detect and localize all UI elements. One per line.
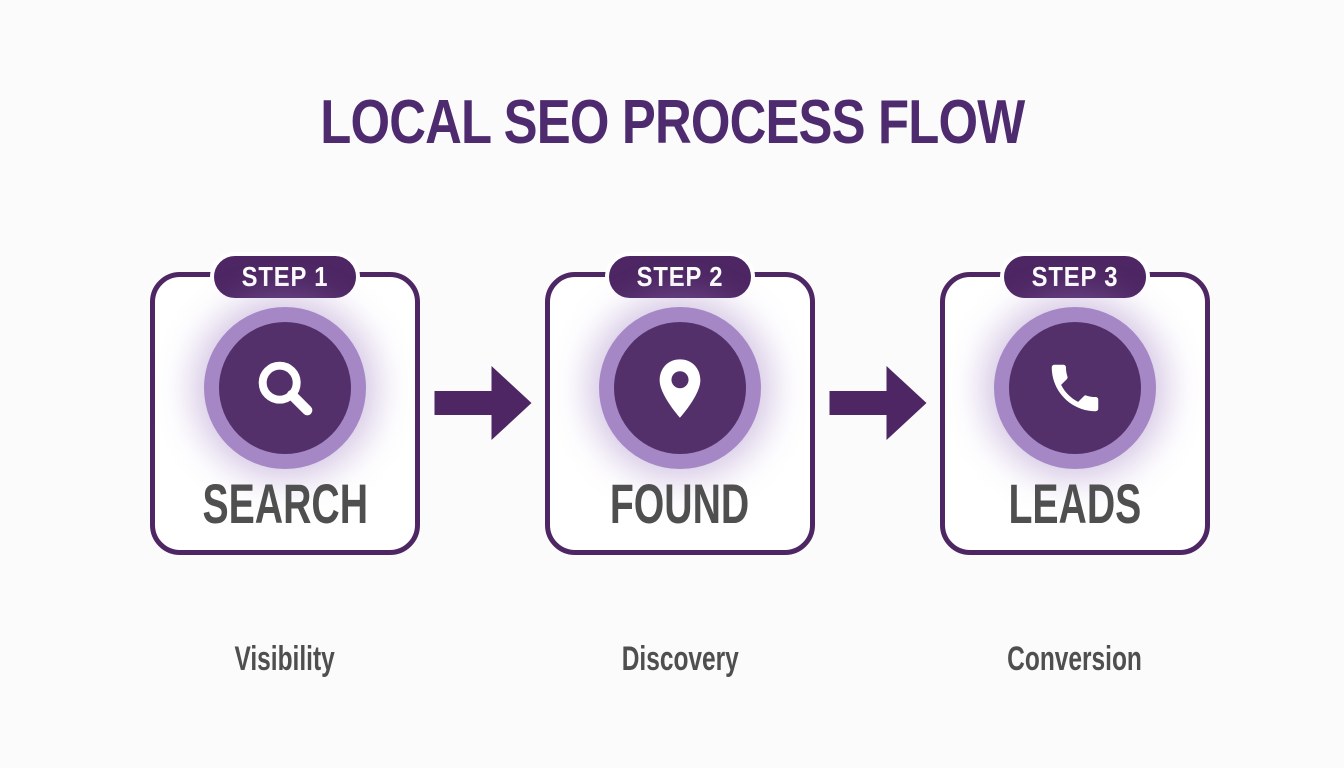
icon-circle bbox=[204, 307, 366, 469]
step-card-found: STEP 2 FOUND bbox=[545, 252, 815, 555]
step-card-leads: STEP 3 LEADS bbox=[940, 252, 1210, 555]
page-title: LOCAL SEO PROCESS FLOW bbox=[0, 92, 1344, 154]
step-label-text: SEARCH bbox=[202, 472, 368, 535]
phone-icon bbox=[1051, 364, 1099, 412]
step-badge: STEP 3 bbox=[1000, 252, 1150, 302]
icon-circle bbox=[599, 307, 761, 469]
caption-text: Visibility bbox=[234, 640, 336, 678]
icon-circle-inner bbox=[614, 322, 746, 454]
caption-text: Conversion bbox=[1007, 640, 1143, 678]
search-icon bbox=[258, 361, 313, 416]
step-label-text: LEADS bbox=[1008, 472, 1142, 535]
icon-circle-inner bbox=[1009, 322, 1141, 454]
caption-text: Discovery bbox=[621, 640, 739, 678]
step-label: FOUND bbox=[550, 476, 810, 532]
step-label: LEADS bbox=[945, 476, 1205, 532]
step-caption-discovery: Discovery bbox=[545, 642, 815, 676]
map-pin-icon bbox=[659, 359, 701, 418]
page-title-text: LOCAL SEO PROCESS FLOW bbox=[319, 88, 1025, 157]
arrow-right-icon bbox=[434, 366, 532, 440]
step-badge: STEP 2 bbox=[605, 252, 755, 302]
step-badge-label: STEP 2 bbox=[636, 261, 724, 292]
step-caption-visibility: Visibility bbox=[150, 642, 420, 676]
icon-circle-inner bbox=[219, 322, 351, 454]
icon-circle bbox=[994, 307, 1156, 469]
step-caption-conversion: Conversion bbox=[940, 642, 1210, 676]
step-badge-label: STEP 1 bbox=[241, 261, 329, 292]
step-card-search: STEP 1 SEARCH bbox=[150, 252, 420, 555]
step-badge: STEP 1 bbox=[210, 252, 360, 302]
step-label-text: FOUND bbox=[610, 472, 750, 535]
step-label: SEARCH bbox=[155, 476, 415, 532]
step-badge-label: STEP 3 bbox=[1031, 261, 1119, 292]
arrow-right-icon bbox=[829, 366, 927, 440]
